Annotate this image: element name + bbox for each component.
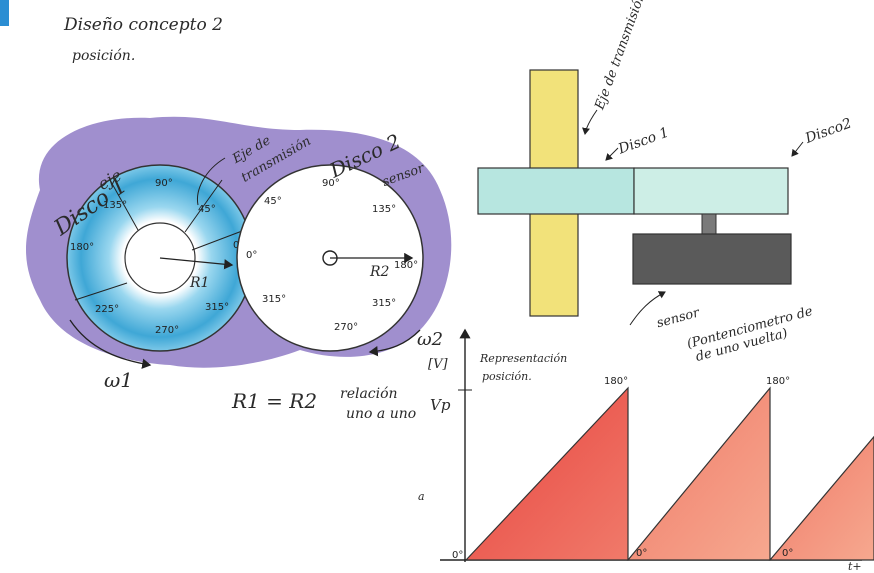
disc2-angle-270: 270°	[334, 322, 358, 333]
graph-vp: Vp	[430, 396, 451, 414]
disc1-angle-45: 45°	[198, 204, 216, 215]
disc2-radius-label: R2	[369, 264, 390, 280]
disc2-angle-0: 0°	[246, 250, 257, 261]
sensor-stem	[701, 213, 717, 235]
relation-eq: R1 = R2	[231, 389, 317, 413]
relation-text1: relación	[340, 386, 398, 402]
disc1-angle-225: 225°	[95, 304, 119, 315]
radius-r1-arrow	[159, 257, 234, 270]
disc2-angle-315-left: 315°	[262, 294, 286, 305]
graph-peak-1: 180°	[604, 376, 628, 387]
side-shaft-pointer	[582, 109, 598, 135]
graph-title-line2: posición.	[482, 370, 532, 383]
sensor-body	[632, 233, 792, 285]
side-disc2-label: Disco2	[802, 115, 854, 147]
side-sensor-pointer	[629, 291, 666, 326]
disc1-angle-135: 135°	[103, 200, 127, 211]
position-graph	[440, 328, 874, 562]
graph-peak-2: 180°	[766, 376, 790, 387]
graph-title-line1: Representación	[479, 352, 567, 365]
corner-tab	[0, 0, 9, 26]
omega2-arrow	[368, 329, 421, 357]
omega2-label: ω2	[417, 329, 443, 350]
disc1-angle-180: 180°	[70, 242, 94, 253]
graph-y-unit: [V]	[428, 357, 448, 372]
disc1-side-rect	[477, 167, 635, 215]
disc1-angle-90: 90°	[155, 178, 173, 189]
omega1-arrow	[69, 319, 152, 369]
graph-x-label: t+	[848, 560, 862, 573]
side-view	[477, 69, 792, 317]
title-line1: Diseño concepto 2	[63, 15, 223, 35]
title-line2: posición.	[72, 48, 135, 64]
side-disc1-pointer	[605, 147, 619, 161]
disc2-angle-180: 180°	[394, 260, 418, 271]
disc2-side-rect	[633, 167, 789, 215]
disc-2	[236, 164, 424, 352]
disc2-angle-90: 90°	[322, 178, 340, 189]
graph-zero-2: 0°	[636, 548, 647, 559]
disc2-angle-135: 135°	[372, 204, 396, 215]
ramp-2	[626, 386, 771, 561]
disc1-angle-315: 315°	[205, 302, 229, 313]
disc1-radius-label: R1	[189, 275, 209, 291]
shaft-pointer	[196, 157, 226, 206]
ramp-3	[768, 435, 874, 561]
disc2-angle-315-right: 315°	[372, 298, 396, 309]
ramp-1	[464, 386, 629, 561]
side-disc1-label: Disco 1	[615, 125, 671, 158]
side-disc2-pointer	[791, 141, 804, 157]
ramp-group	[464, 386, 874, 561]
side-sensor-line1: sensor	[655, 305, 702, 331]
relation-text2: uno a uno	[346, 406, 416, 422]
disc1-angle-270: 270°	[155, 325, 179, 336]
side-shaft-label: Eje de transmisión	[592, 0, 649, 113]
omega1-label: ω1	[104, 368, 133, 392]
graph-zero-3: 0°	[782, 548, 793, 559]
graph-zero-1: 0°	[452, 550, 463, 561]
disc2-angle-45: 45°	[264, 196, 282, 207]
graph-small-a: a	[418, 490, 425, 503]
disc-1	[66, 164, 254, 352]
